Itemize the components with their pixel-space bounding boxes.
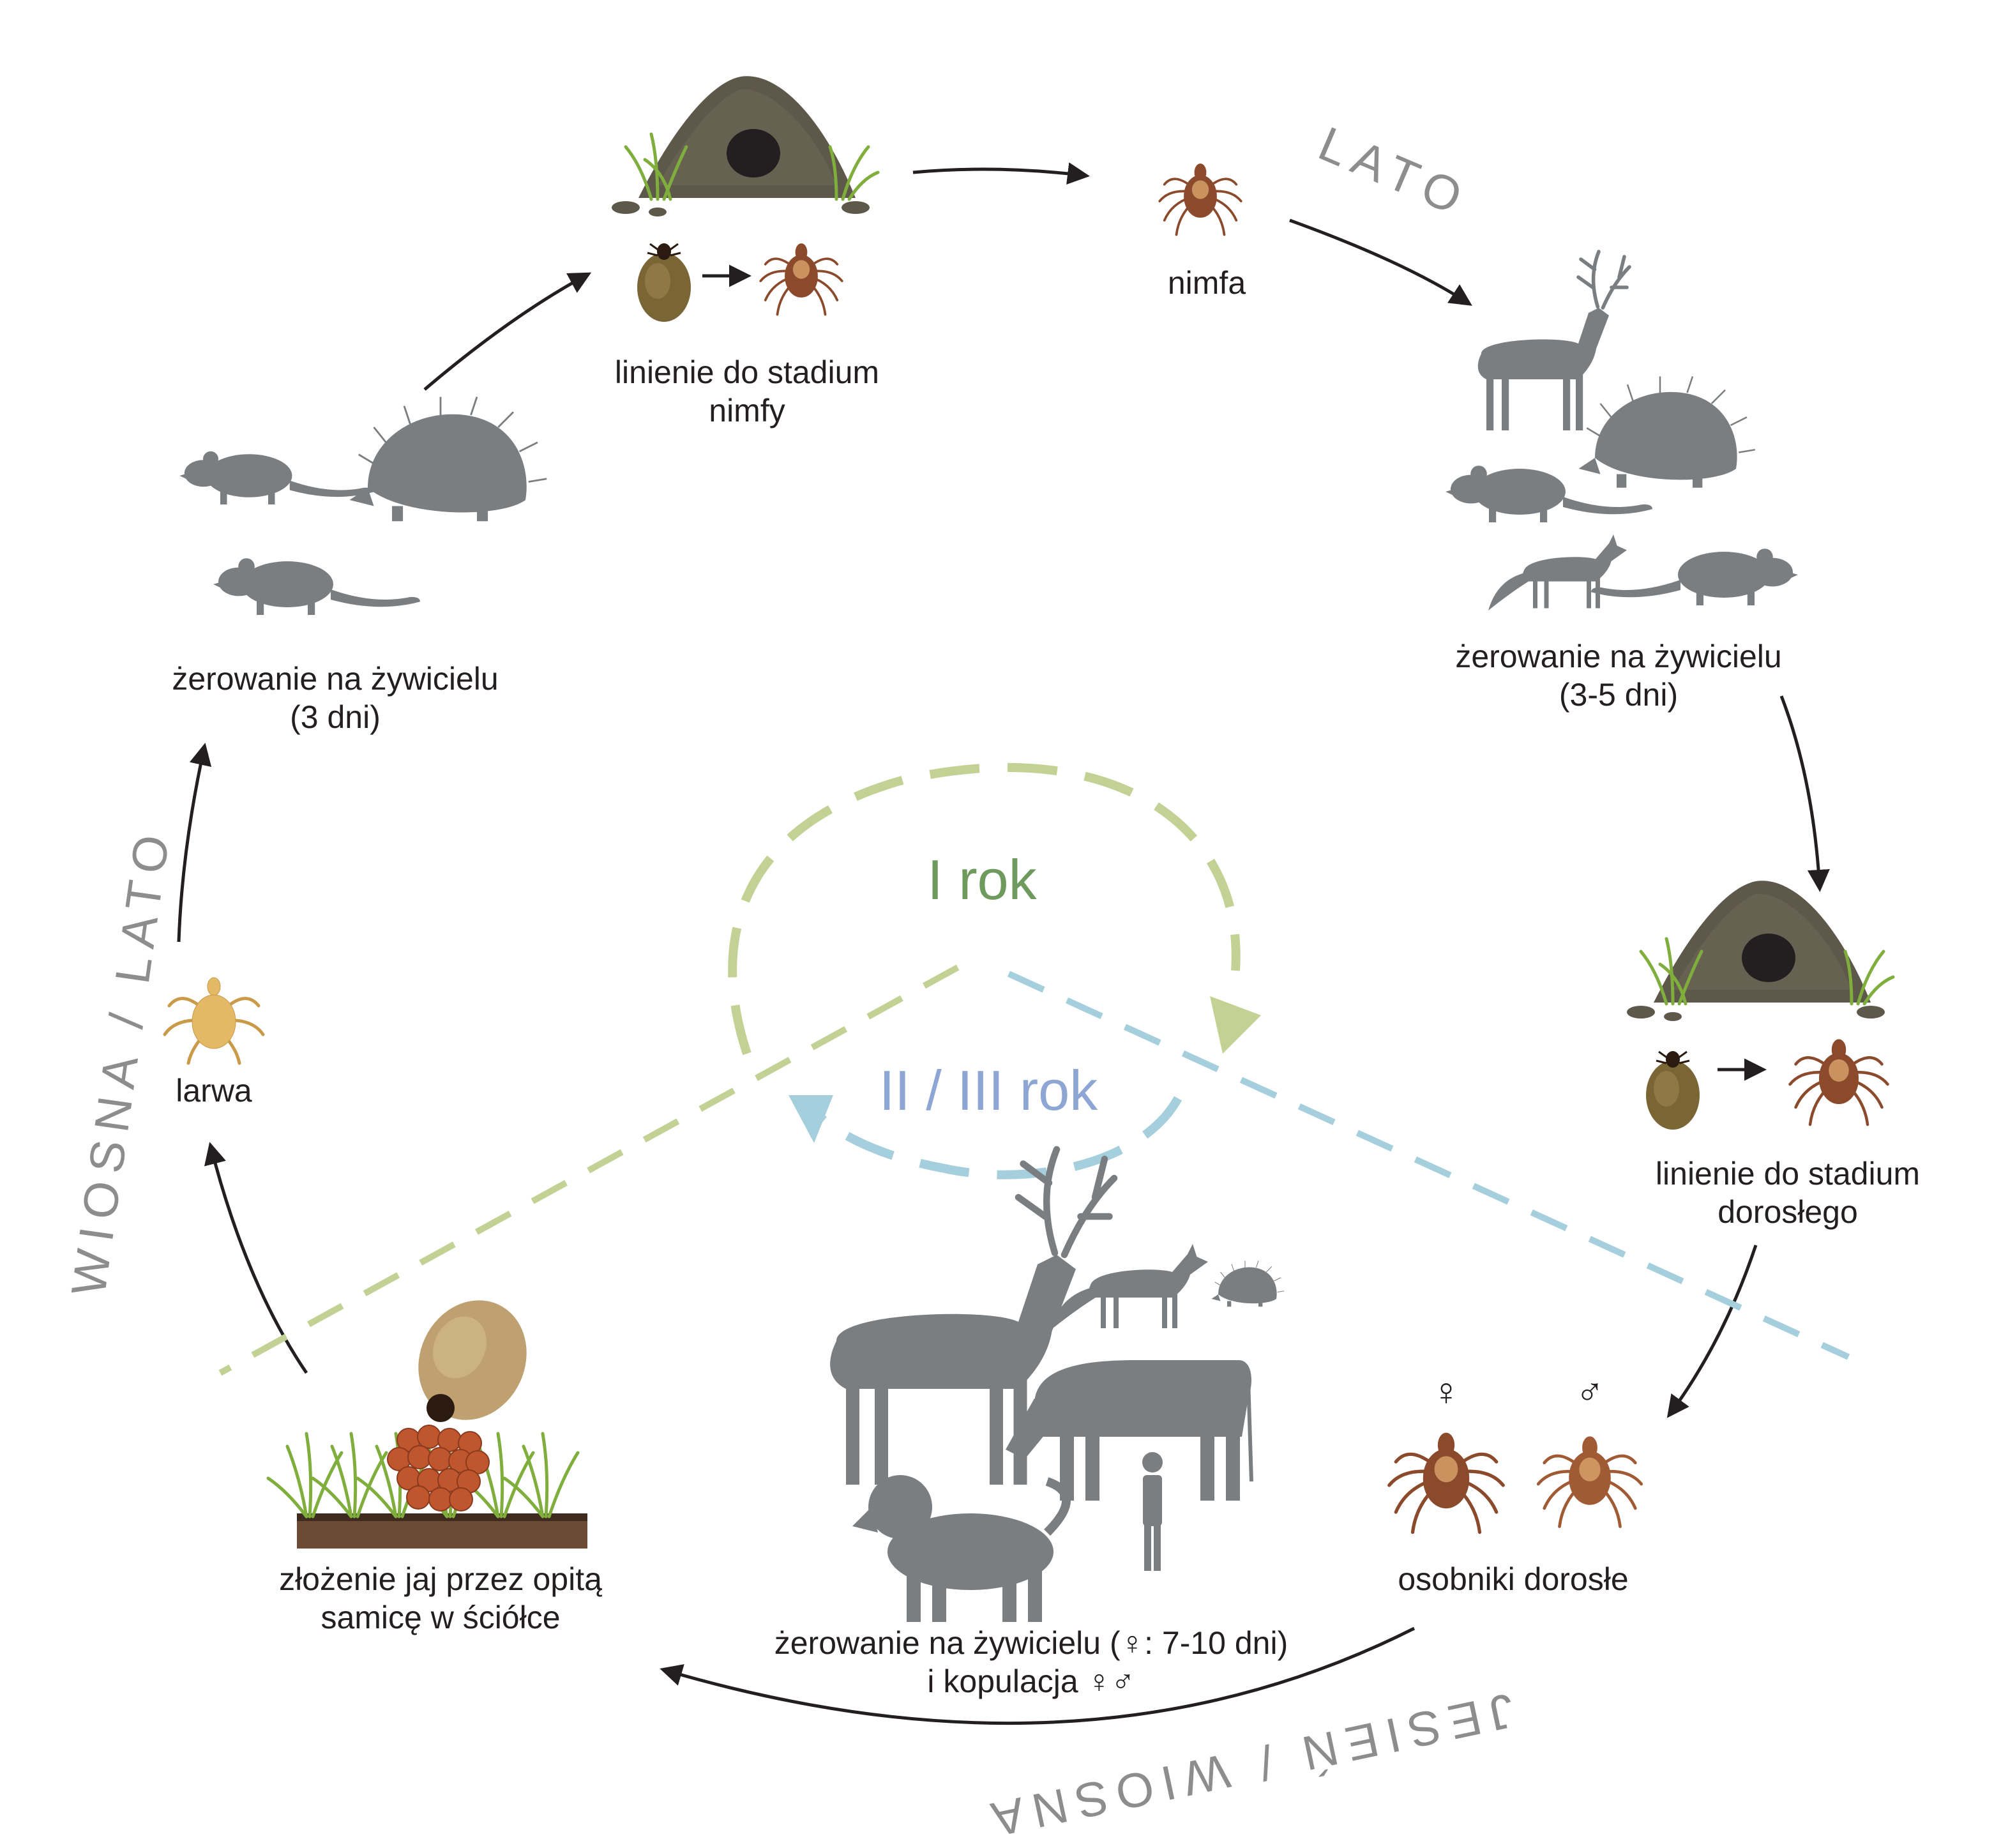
stage-host-adult-label-line1: żerowanie na żywicielu (♀: 7-10 dni) [774, 1625, 1288, 1661]
burrow-icon [612, 76, 878, 216]
stage-host-adult-label-line2: i kopulacja ♀♂ [927, 1663, 1135, 1699]
hedgehog-icon [1211, 1260, 1285, 1307]
fox-icon [1050, 1244, 1208, 1331]
second-year-dashed-line [1007, 971, 1850, 1360]
season-spring-summer-label: WIOSNA / LATO [61, 823, 181, 1299]
stage-molt-nymph-label-line2: nimfy [709, 393, 785, 428]
stage-nymph: nimfa [1158, 162, 1246, 301]
stage-larva: larwa [163, 977, 265, 1109]
arrow-adults-to-eggs [660, 1626, 1416, 1725]
mouse-icon [179, 451, 374, 504]
second-third-year-label: II / III rok [879, 1059, 1098, 1122]
stage-eggs-label-line2: samicę w ściółce [321, 1600, 560, 1635]
engorged-tick-icon [1645, 1050, 1701, 1131]
cow-icon [1006, 1360, 1253, 1501]
stage-molt-adult-label-line1: linienie do stadium [1656, 1156, 1920, 1192]
arrow-molt-to-adults [1666, 1245, 1758, 1418]
engorged-female-icon [418, 1300, 527, 1422]
arrow-eggs-to-larva [204, 1142, 308, 1374]
stage-molt-to-nymph: linienie do stadium nimfy [612, 76, 879, 428]
first-year-arrowhead [1210, 996, 1261, 1054]
arrow-host-to-molt-nymph [423, 272, 592, 391]
fox-icon [1488, 534, 1627, 610]
second-year-arrowhead [789, 1095, 833, 1143]
female-tick-icon [1389, 1433, 1504, 1532]
stage-host-nymph-label-line2: (3-5 dni) [1559, 677, 1678, 713]
stage-host-nymph: żerowanie na żywicielu (3-5 dni) [1446, 252, 1798, 713]
larva-tick-icon [163, 977, 265, 1065]
stage-eggs: złożenie jaj przez opitą samicę w ściółc… [268, 1300, 602, 1635]
female-symbol: ♀ [1432, 1370, 1461, 1413]
mouse-icon [1591, 549, 1798, 605]
hedgehog-icon [1578, 375, 1756, 489]
nymph-tick-icon [1158, 162, 1242, 236]
male-tick-icon [1538, 1437, 1642, 1527]
stage-host-adult: żerowanie na żywicielu (♀: 7-10 dni) i k… [774, 1149, 1288, 1699]
stage-host-larva-label-line2: (3 dni) [290, 699, 381, 735]
male-symbol: ♂ [1576, 1370, 1605, 1413]
hedgehog-icon [349, 396, 548, 522]
season-summer-label: LATO [1311, 116, 1477, 228]
stage-host-larva-label-line1: żerowanie na żywicielu [172, 661, 498, 697]
dog-icon [852, 1475, 1071, 1622]
arrow-host-to-molt-adult [1779, 695, 1830, 892]
second-year-dashed-arc [807, 1096, 1182, 1179]
stage-adults: ♀ ♂ osobniki dorosłe [1389, 1370, 1642, 1597]
stage-eggs-label-line1: złożenie jaj przez opitą [279, 1561, 602, 1597]
stage-molt-adult-label-line2: dorosłego [1718, 1194, 1858, 1230]
stage-larva-label: larwa [176, 1073, 252, 1109]
first-year-dashed-line [218, 964, 960, 1376]
stage-host-nymph-label-line1: żerowanie na żywicielu [1455, 639, 1781, 674]
stage-molt-nymph-label-line1: linienie do stadium [615, 354, 879, 390]
cycle-arrows [177, 162, 1830, 1725]
first-year-dashed-arc [728, 762, 1241, 1056]
arrow-molt-to-nymph [912, 162, 1090, 185]
stage-host-larva: żerowanie na żywicielu (3 dni) [172, 396, 548, 735]
tick-icon [759, 242, 843, 316]
season-autumn-spring-label: JESIEŃ / WIOSNA [978, 1683, 1519, 1848]
first-year-label: I rok [927, 848, 1037, 911]
egg-mass-icon [387, 1425, 490, 1511]
year-indicator: I rok II / III rok [218, 762, 1850, 1376]
mouse-icon [213, 558, 420, 615]
human-icon [1142, 1452, 1163, 1571]
arrow-nymph-to-host [1289, 218, 1472, 306]
adult-tick-icon [1790, 1040, 1888, 1125]
engorged-tick-icon [636, 242, 692, 323]
stage-molt-to-adult: linienie do stadium dorosłego [1627, 881, 1920, 1230]
burrow-icon [1627, 881, 1893, 1021]
stage-adults-label: osobniki dorosłe [1398, 1561, 1628, 1597]
arrow-larva-to-host [177, 743, 212, 943]
deer-icon [1478, 252, 1629, 430]
stage-nymph-label: nimfa [1168, 265, 1246, 301]
